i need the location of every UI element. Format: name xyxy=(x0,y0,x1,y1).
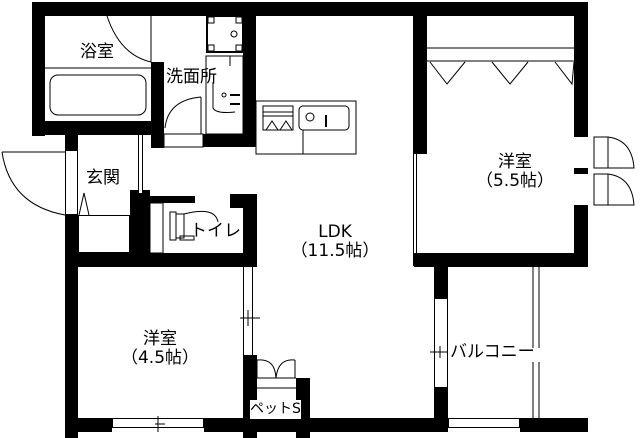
window-swing-top xyxy=(607,136,635,169)
entrance-door-frame xyxy=(65,150,78,215)
wall-right-outer-mid xyxy=(574,168,588,174)
toilet-icon xyxy=(175,213,185,239)
room-label-bathroom: 浴室 xyxy=(80,42,114,62)
wall-entrance-left-top xyxy=(65,135,78,150)
window-swing-bottom xyxy=(607,173,635,206)
pet-storage-doors xyxy=(256,359,296,379)
closet-doors-icon xyxy=(429,61,575,86)
room-label-washroom: 洗面所 xyxy=(166,67,217,87)
western-1-name: 洋室 xyxy=(498,152,532,172)
wall-top xyxy=(32,2,288,16)
shoe-cabinet xyxy=(78,215,130,253)
wall-toilet-bottom xyxy=(65,253,257,267)
room-label-balcony: バルコニー xyxy=(450,342,535,362)
wall-left-bath xyxy=(32,2,45,136)
sliding-door-room1[interactable] xyxy=(413,154,417,266)
wall-balcony-left-top xyxy=(434,266,448,298)
wall-shoebox-right xyxy=(130,190,150,255)
wall-right-outer-low xyxy=(574,205,588,265)
vanity-sink-icon xyxy=(205,55,244,135)
western-1-size: （5.5帖） xyxy=(475,171,555,191)
sink-icon xyxy=(298,105,350,131)
washing-machine-icon xyxy=(206,15,244,53)
room-label-toilet: トイレ xyxy=(190,221,241,241)
washroom-door-swing xyxy=(164,96,202,129)
wall-top-right xyxy=(288,2,588,16)
ldk-size: （11.5帖） xyxy=(290,241,380,261)
room-label-pet-storage: ペットS xyxy=(250,400,301,419)
wall-bath-bottom xyxy=(32,121,162,135)
wall-balcony-left-bottom xyxy=(434,388,448,432)
kitchen-counter xyxy=(255,100,357,155)
wall-room1-bottom xyxy=(414,253,588,267)
window-balcony[interactable] xyxy=(448,418,520,428)
wall-ldk-room1 xyxy=(413,2,427,154)
room-label-entrance: 玄関 xyxy=(86,168,120,188)
wall-toilet-right xyxy=(243,194,257,260)
room-label-western-1: 洋室 （5.5帖） xyxy=(470,153,560,191)
hall-partition xyxy=(138,135,143,193)
room-label-ldk: LDK （11.5帖） xyxy=(290,223,380,261)
western-2-size: （4.5帖） xyxy=(120,348,200,368)
sliding-window-balcony[interactable] xyxy=(434,298,448,388)
wall-bath-wash xyxy=(151,62,164,148)
wall-entrance-left xyxy=(65,215,78,438)
entrance-door-swing xyxy=(1,151,66,216)
wall-toilet-top xyxy=(150,196,195,203)
room-label-western-2: 洋室 （4.5帖） xyxy=(115,330,205,368)
wall-bottom-right xyxy=(520,418,588,432)
ldk-name: LDK xyxy=(318,222,352,242)
wall-wash-kitchen xyxy=(243,2,256,147)
wall-right-outer xyxy=(574,2,588,137)
wall-bottom-left xyxy=(65,418,112,432)
wall-bottom-mid xyxy=(204,418,447,432)
bathtub-icon xyxy=(49,74,147,116)
western-2-name: 洋室 xyxy=(143,329,177,349)
bath-door-swing xyxy=(106,15,152,63)
